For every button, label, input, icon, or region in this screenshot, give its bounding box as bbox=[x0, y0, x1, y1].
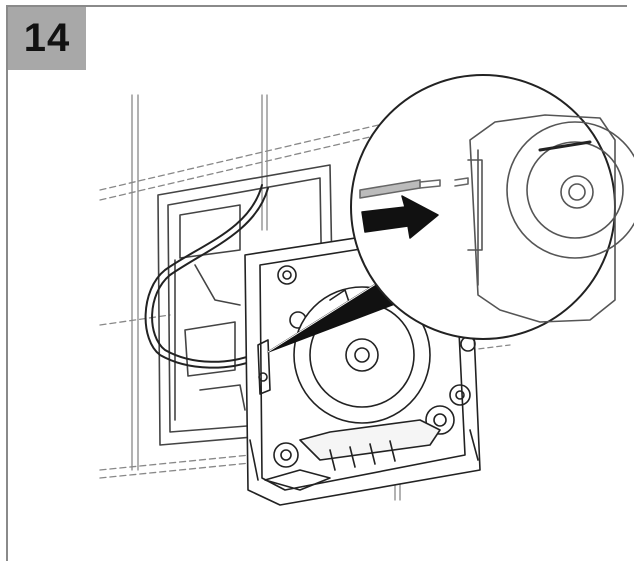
instruction-frame bbox=[6, 5, 627, 561]
magnifier-detail-icon bbox=[350, 74, 634, 340]
step-badge: 14 bbox=[8, 7, 86, 70]
step-number: 14 bbox=[23, 16, 71, 60]
push-arrow-icon bbox=[361, 195, 439, 239]
